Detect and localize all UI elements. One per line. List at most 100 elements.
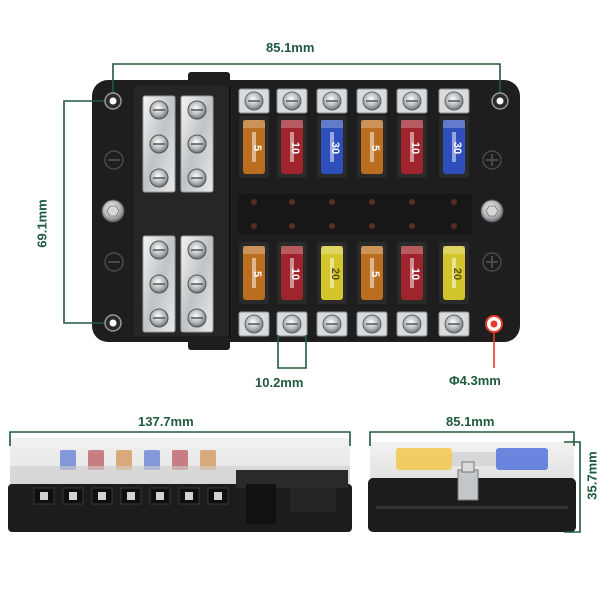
fuse-rating-label: 5 (251, 145, 263, 151)
terminal-screw-icon (316, 88, 348, 114)
side-height-label: 35.7mm (584, 451, 600, 500)
front-terminal-slot (178, 487, 200, 505)
front-fuse-icon (200, 450, 216, 470)
terminal-screw-icon (396, 311, 428, 337)
fuse-top-2: 10 (277, 116, 307, 178)
fuse-bottom-3: 20 (317, 242, 347, 304)
terminal-screw-icon (356, 311, 388, 337)
fuse-top-4: 5 (357, 116, 387, 178)
front-terminal-slot (120, 487, 142, 505)
bus-screws (149, 100, 207, 328)
fuse-top-5: 10 (397, 116, 427, 178)
front-terminal-slot (33, 487, 55, 505)
bus-screw-icon (149, 134, 169, 154)
led-dot-icon (251, 199, 257, 205)
fuse-rating-label: 5 (251, 271, 263, 277)
bottom-fuse-row: 5 10 20 5 10 20 (239, 242, 469, 304)
terminal-screw-icon (276, 88, 308, 114)
led-dot-icon (451, 199, 457, 205)
bottom-terminals (238, 311, 470, 337)
terminal-screw-icon (396, 88, 428, 114)
front-dimension-lines (9, 431, 351, 446)
fuse-bottom-2: 10 (277, 242, 307, 304)
fuse-top-1: 5 (239, 116, 269, 178)
bus-screw-icon (187, 168, 207, 188)
bus-screw-icon (149, 168, 169, 188)
led-dot-icon (329, 223, 335, 229)
terminal-screw-icon (238, 88, 270, 114)
fuse-rating-label: 5 (369, 145, 381, 151)
led-dot-icon (409, 223, 415, 229)
front-terminal-slot (207, 487, 229, 505)
spacing-dimension-label: 10.2mm (255, 375, 304, 390)
fuse-rating-label: 10 (289, 268, 301, 280)
front-terminal-slot (62, 487, 84, 505)
plus-icon (482, 150, 502, 170)
minus-icon (104, 252, 124, 272)
led-dot-icon (369, 199, 375, 205)
height-dimension-label: 69.1mm (34, 199, 50, 248)
bus-screw-icon (187, 240, 207, 260)
fuse-rating-label: 20 (451, 268, 463, 280)
fuse-rating-label: 30 (451, 142, 463, 154)
front-terminal-slot (91, 487, 113, 505)
fuse-rating-label: 10 (409, 268, 421, 280)
led-dot-icon (409, 199, 415, 205)
fuse-rating-label: 30 (329, 142, 341, 154)
top-fuse-row: 5 10 30 5 10 30 (239, 116, 469, 178)
side-dimension-lines (369, 431, 581, 533)
side-width-label: 85.1mm (446, 414, 495, 429)
terminal-screw-icon (276, 311, 308, 337)
fuse-rating-label: 10 (289, 142, 301, 154)
fuse-bottom-1: 5 (239, 242, 269, 304)
bus-screw-icon (149, 308, 169, 328)
bus-screw-icon (187, 308, 207, 328)
hole-diameter-label: Φ4.3mm (449, 373, 501, 388)
led-indicator-icon (485, 315, 503, 333)
led-dot-icon (289, 199, 295, 205)
bus-screw-icon (187, 274, 207, 294)
front-fuse-icon (88, 450, 104, 470)
fuse-bottom-5: 10 (397, 242, 427, 304)
minus-icon (104, 150, 124, 170)
indicator-dots (251, 199, 457, 229)
front-fuse-icon (172, 450, 188, 470)
fuse-bottom-4: 5 (357, 242, 387, 304)
dimension-lines (63, 63, 501, 369)
terminal-screw-icon (438, 88, 470, 114)
side-view (368, 442, 576, 532)
top-terminals (238, 88, 470, 114)
fuse-top-6: 30 (439, 116, 469, 178)
led-dot-icon (251, 223, 257, 229)
bus-screw-icon (149, 274, 169, 294)
front-terminal-slot (149, 487, 171, 505)
front-length-label: 137.7mm (138, 414, 194, 429)
terminal-screw-icon (356, 88, 388, 114)
front-fuse-icon (60, 450, 76, 470)
plus-icon (482, 252, 502, 272)
mounting-hole-icon (104, 92, 122, 110)
bus-screw-icon (149, 240, 169, 260)
led-dot-icon (451, 223, 457, 229)
fuse-rating-label: 20 (329, 268, 341, 280)
front-view (8, 438, 352, 532)
fuse-rating-label: 5 (369, 271, 381, 277)
mounting-hole-icon (491, 92, 509, 110)
bus-screw-icon (187, 100, 207, 120)
top-view: 5 10 30 5 10 30 5 10 20 5 10 20 (92, 72, 520, 350)
terminal-screw-icon (238, 311, 270, 337)
led-dot-icon (369, 223, 375, 229)
width-dimension-label: 85.1mm (266, 40, 315, 55)
terminal-screw-icon (316, 311, 348, 337)
led-dot-icon (289, 223, 295, 229)
positive-stud-icon (480, 199, 504, 223)
led-dot-icon (329, 199, 335, 205)
front-fuse-icon (116, 450, 132, 470)
terminal-screw-icon (438, 311, 470, 337)
bus-screw-icon (187, 134, 207, 154)
fuse-bottom-6: 20 (439, 242, 469, 304)
negative-stud-icon (101, 199, 125, 223)
bus-screw-icon (149, 100, 169, 120)
fuse-top-3: 30 (317, 116, 347, 178)
